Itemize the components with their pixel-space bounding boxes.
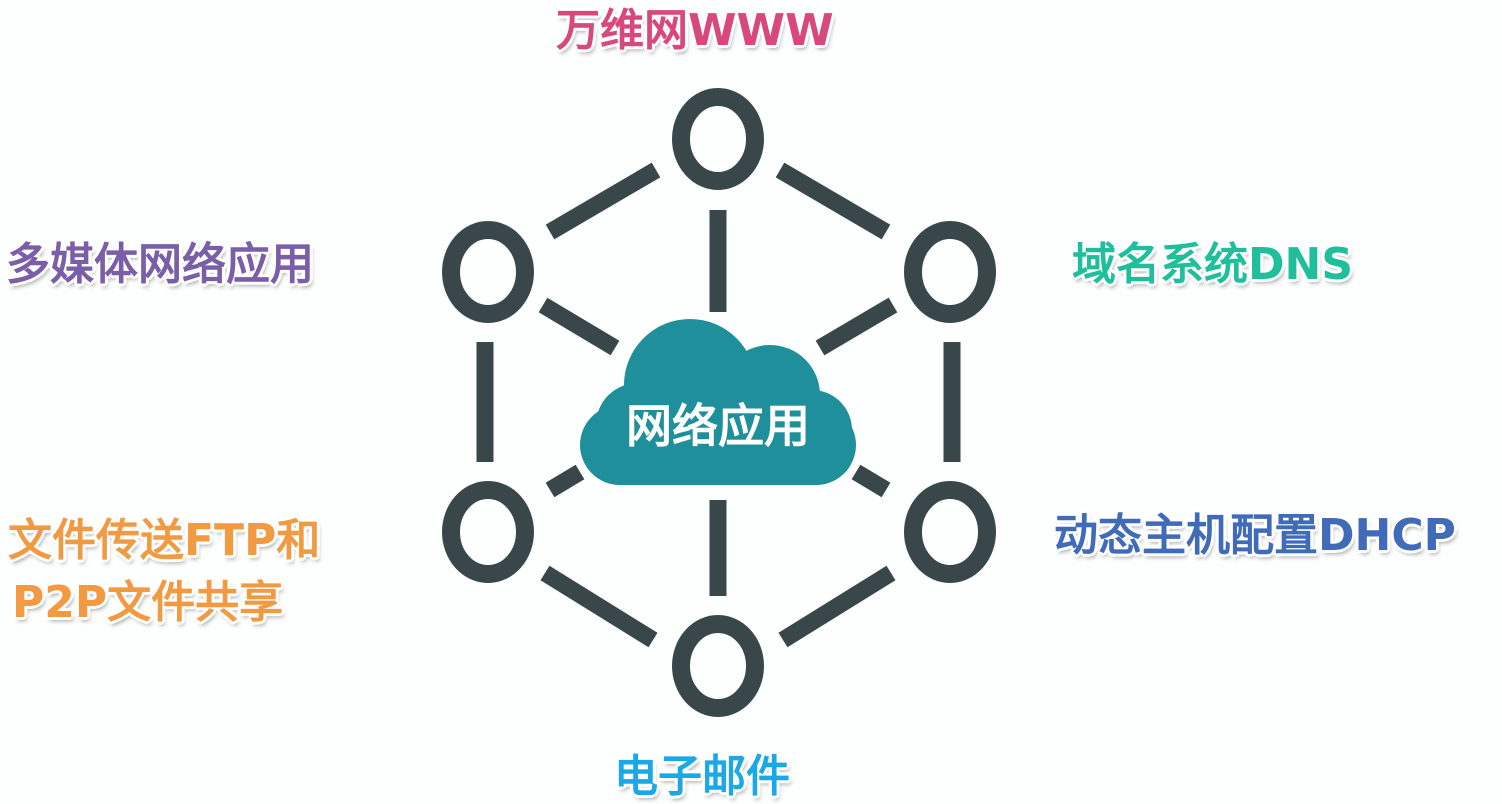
edge-top-upper-right bbox=[775, 162, 891, 240]
edge-lower-right-bottom bbox=[778, 565, 896, 648]
label-multimedia: 多媒体网络应用 bbox=[6, 239, 314, 290]
node-upper-left-circle-icon bbox=[442, 221, 534, 323]
center-label: 网络应用 bbox=[626, 399, 810, 453]
edge-top-upper-left bbox=[545, 162, 661, 240]
edge-lower-left-center bbox=[545, 464, 585, 498]
edge-lower-right-center bbox=[851, 464, 891, 498]
label-ftp-line2: P2P文件共享 bbox=[12, 577, 284, 628]
label-www: 万维网WWW bbox=[556, 5, 834, 56]
label-dhcp: 动态主机配置DHCP bbox=[1054, 510, 1456, 561]
node-upper-right-circle-icon bbox=[904, 221, 996, 323]
label-dns: 域名系统DNS bbox=[1072, 239, 1354, 290]
node-top-circle-icon bbox=[672, 88, 764, 190]
edge-upper-right-center bbox=[815, 297, 898, 356]
label-email: 电子邮件 bbox=[614, 751, 790, 802]
cloud-icon bbox=[580, 319, 856, 485]
node-bottom-circle-icon bbox=[672, 615, 764, 717]
edge-lower-left-bottom bbox=[540, 565, 658, 648]
label-ftp-p2p: 文件传送FTP和 P2P文件共享 bbox=[8, 510, 320, 634]
label-ftp-line1: 文件传送FTP和 bbox=[8, 515, 321, 566]
edge-upper-left-center bbox=[538, 297, 620, 356]
node-lower-right-circle-icon bbox=[904, 481, 996, 583]
node-lower-left-circle-icon bbox=[442, 481, 534, 583]
